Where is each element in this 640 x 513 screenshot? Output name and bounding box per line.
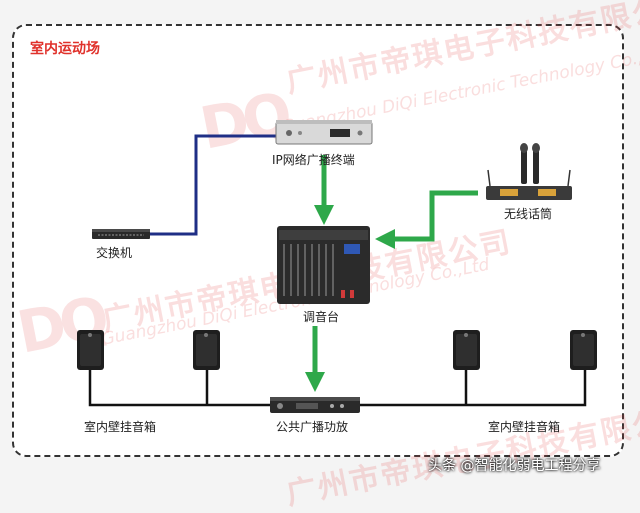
diagram-canvas: DQ 广州市帝琪电子科技有限公司 Guangzhou DiQi Electron… (0, 0, 640, 485)
left-speakers-label: 室内壁挂音箱 (84, 418, 156, 435)
speaker-icon (77, 330, 104, 370)
wireless-mic-device (486, 143, 572, 200)
amplifier-label: 公共广播功放 (276, 418, 348, 435)
speaker-icon (453, 330, 480, 370)
ip-terminal-label: IP网络广播终端 (272, 151, 355, 168)
switch-label: 交换机 (96, 244, 132, 261)
right-speaker-wiring (360, 370, 585, 405)
diagram-graphics (0, 0, 640, 485)
mixer-device (277, 226, 370, 304)
amplifier-device (270, 397, 360, 413)
network-connection (150, 136, 276, 234)
left-speaker-wiring (90, 370, 270, 405)
switch-device (92, 229, 150, 239)
speaker-icon (193, 330, 220, 370)
mixer-label: 调音台 (303, 308, 339, 325)
mic-to-mixer-arrow (384, 193, 478, 239)
ip-terminal-device (276, 120, 372, 144)
speaker-icon (570, 330, 597, 370)
wireless-mic-label: 无线话筒 (504, 205, 552, 222)
source-credit: 头条 @智能化弱电工程分享 (428, 455, 600, 475)
right-speakers-label: 室内壁挂音箱 (488, 418, 560, 435)
